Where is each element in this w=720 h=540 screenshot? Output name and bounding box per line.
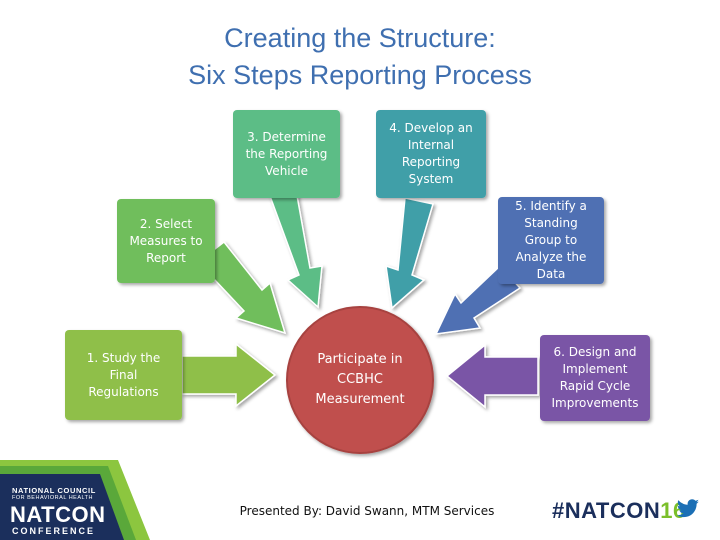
logo-line-4: CONFERENCE xyxy=(12,526,96,536)
step-6-label: 6. Design and Implement Rapid Cycle Impr… xyxy=(551,345,639,410)
arrow-step-5 xyxy=(434,264,522,335)
hashtag-main: #NATCON xyxy=(552,498,661,523)
center-label: Participate in CCBHC Measurement xyxy=(315,352,405,407)
title-line-1: Creating the Structure: xyxy=(224,23,496,53)
step-2-label: 2. Select Measures to Report xyxy=(129,216,203,265)
step-6-box xyxy=(540,335,650,421)
presenter-credit: Presented By: David Swann, MTM Services xyxy=(239,504,495,518)
center-circle xyxy=(286,306,434,454)
natcon-logo: NATIONAL COUNCIL FOR BEHAVIORAL HEALTH N… xyxy=(0,460,180,540)
step-2-box xyxy=(117,199,215,283)
step-3-label: 3. Determine the Reporting Vehicle xyxy=(245,129,328,178)
logo-line-1: NATIONAL COUNCIL xyxy=(12,486,96,495)
step-5-label: 5. Identify a Standing Group to Analyze … xyxy=(515,199,587,281)
title-line-2: Six Steps Reporting Process xyxy=(188,60,532,90)
arrow-step-1 xyxy=(181,342,277,408)
step-4-box xyxy=(376,110,486,198)
arrow-step-2 xyxy=(196,240,287,335)
logo-line-2: FOR BEHAVIORAL HEALTH xyxy=(12,495,93,501)
step-1-box xyxy=(65,330,182,420)
arrow-step-3 xyxy=(269,189,323,309)
step-4-label: 4. Develop an Internal Reporting System xyxy=(389,121,473,186)
logo-line-3: NATCON xyxy=(10,502,106,527)
arrow-step-4 xyxy=(385,197,434,310)
step-1-label: 1. Study the Final Regulations xyxy=(86,350,161,399)
event-hashtag: #NATCON16 xyxy=(552,498,686,524)
step-3-box xyxy=(233,110,340,198)
step-5-box xyxy=(498,197,604,284)
arrow-step-6 xyxy=(445,343,539,409)
twitter-bird-icon xyxy=(676,499,699,518)
